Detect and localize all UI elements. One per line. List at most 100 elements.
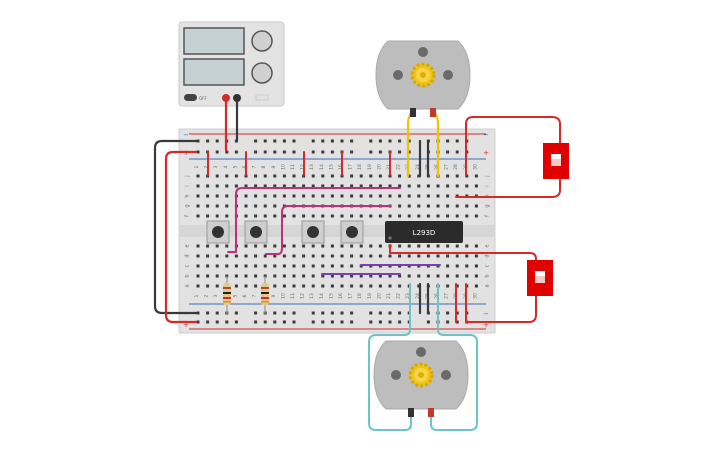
terminal-hole[interactable] (398, 194, 402, 198)
terminal-hole[interactable] (398, 204, 402, 208)
terminal-hole[interactable] (455, 284, 459, 288)
rail-hole[interactable] (263, 320, 267, 324)
terminal-hole[interactable] (196, 174, 200, 178)
terminal-hole[interactable] (407, 204, 411, 208)
rail-hole[interactable] (330, 320, 334, 324)
terminal-hole[interactable] (273, 184, 277, 188)
terminal-hole[interactable] (446, 274, 450, 278)
terminal-hole[interactable] (225, 184, 229, 188)
terminal-hole[interactable] (254, 184, 258, 188)
terminal-hole[interactable] (455, 274, 459, 278)
push-button-3[interactable] (301, 220, 325, 244)
rail-hole[interactable] (321, 320, 325, 324)
rail-hole[interactable] (254, 139, 258, 143)
terminal-hole[interactable] (474, 274, 478, 278)
terminal-hole[interactable] (330, 184, 334, 188)
terminal-hole[interactable] (378, 284, 382, 288)
terminal-hole[interactable] (407, 254, 411, 258)
terminal-hole[interactable] (388, 254, 392, 258)
terminal-hole[interactable] (436, 254, 440, 258)
rail-hole[interactable] (340, 320, 344, 324)
terminal-hole[interactable] (244, 274, 248, 278)
rail-hole[interactable] (426, 320, 430, 324)
terminal-hole[interactable] (225, 264, 229, 268)
terminal-hole[interactable] (244, 254, 248, 258)
terminal-hole[interactable] (378, 194, 382, 198)
terminal-hole[interactable] (225, 194, 229, 198)
terminal-hole[interactable] (292, 174, 296, 178)
terminal-hole[interactable] (273, 214, 277, 218)
rail-hole[interactable] (273, 139, 277, 143)
terminal-hole[interactable] (311, 214, 315, 218)
rail-hole[interactable] (398, 150, 402, 154)
rail-hole[interactable] (378, 139, 382, 143)
terminal-hole[interactable] (244, 214, 248, 218)
rail-hole[interactable] (196, 311, 200, 315)
terminal-hole[interactable] (369, 274, 373, 278)
dc-motor-2[interactable] (373, 340, 469, 417)
terminal-hole[interactable] (350, 244, 354, 248)
rail-hole[interactable] (254, 320, 258, 324)
rail-hole[interactable] (446, 150, 450, 154)
terminal-hole[interactable] (225, 214, 229, 218)
terminal-hole[interactable] (196, 214, 200, 218)
terminal-hole[interactable] (302, 254, 306, 258)
rail-hole[interactable] (455, 320, 459, 324)
terminal-hole[interactable] (436, 274, 440, 278)
rail-hole[interactable] (340, 311, 344, 315)
terminal-hole[interactable] (263, 184, 267, 188)
terminal-hole[interactable] (234, 184, 238, 188)
rail-hole[interactable] (234, 320, 238, 324)
terminal-hole[interactable] (263, 244, 267, 248)
terminal-hole[interactable] (369, 284, 373, 288)
terminal-hole[interactable] (196, 194, 200, 198)
terminal-hole[interactable] (330, 254, 334, 258)
terminal-hole[interactable] (215, 264, 219, 268)
rail-hole[interactable] (369, 139, 373, 143)
terminal-hole[interactable] (446, 284, 450, 288)
terminal-hole[interactable] (196, 184, 200, 188)
wire-cyan-motor-2[interactable] (430, 283, 478, 431)
terminal-hole[interactable] (273, 194, 277, 198)
terminal-hole[interactable] (234, 254, 238, 258)
terminal-hole[interactable] (378, 184, 382, 188)
terminal-hole[interactable] (273, 174, 277, 178)
terminal-hole[interactable] (398, 244, 402, 248)
rail-hole[interactable] (398, 311, 402, 315)
rail-hole[interactable] (273, 311, 277, 315)
terminal-hole[interactable] (206, 274, 210, 278)
terminal-hole[interactable] (340, 254, 344, 258)
rail-hole[interactable] (292, 311, 296, 315)
terminal-hole[interactable] (292, 244, 296, 248)
terminal-hole[interactable] (455, 244, 459, 248)
terminal-hole[interactable] (215, 244, 219, 248)
positive-terminal[interactable] (222, 94, 230, 102)
wire-magenta-button-2[interactable] (265, 205, 391, 255)
rail-hole[interactable] (369, 311, 373, 315)
terminal-hole[interactable] (350, 184, 354, 188)
terminal-hole[interactable] (436, 214, 440, 218)
terminal-hole[interactable] (465, 204, 469, 208)
rail-hole[interactable] (350, 311, 354, 315)
terminal-hole[interactable] (196, 204, 200, 208)
rail-hole[interactable] (234, 311, 238, 315)
rail-hole[interactable] (446, 311, 450, 315)
terminal-hole[interactable] (244, 204, 248, 208)
terminal-hole[interactable] (311, 264, 315, 268)
terminal-hole[interactable] (446, 254, 450, 258)
rail-hole[interactable] (388, 311, 392, 315)
terminal-hole[interactable] (474, 244, 478, 248)
terminal-hole[interactable] (321, 274, 325, 278)
terminal-hole[interactable] (273, 264, 277, 268)
wire-cyan-motor-2[interactable] (368, 283, 412, 431)
terminal-hole[interactable] (350, 194, 354, 198)
terminal-hole[interactable] (215, 284, 219, 288)
push-button-2[interactable] (244, 220, 268, 244)
terminal-hole[interactable] (417, 194, 421, 198)
terminal-hole[interactable] (407, 194, 411, 198)
terminal-hole[interactable] (282, 244, 286, 248)
terminal-hole[interactable] (292, 284, 296, 288)
terminal-hole[interactable] (330, 274, 334, 278)
terminal-hole[interactable] (359, 174, 363, 178)
